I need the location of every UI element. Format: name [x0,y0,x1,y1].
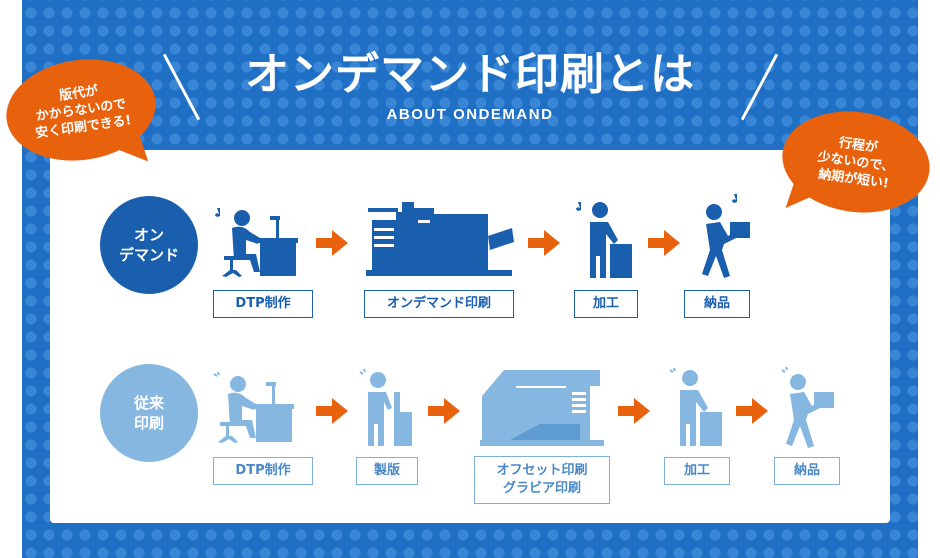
step-label: 加工 [664,457,730,485]
flow-arrow-icon [428,398,460,424]
page-title: オンデマンド印刷とは [245,49,695,100]
worker-finishing-icon [576,202,632,278]
digital-press-icon [366,202,514,276]
flow-arrow-icon [316,398,348,424]
flow-arrow-icon [736,398,768,424]
flow-arrow-icon [618,398,650,424]
platemaking-worker-icon [359,368,412,446]
ondemand-row-label: オン デマンド [100,196,198,294]
comparison-panel [50,150,890,523]
page-subtitle: ABOUT ONDEMAND [386,106,554,123]
offset-press-icon [480,370,604,446]
step-label: オフセット印刷 グラビア印刷 [474,456,610,504]
step-label: 製版 [356,457,418,485]
flow-arrow-icon [316,230,348,256]
designer-at-desk-icon [215,208,298,277]
designer-at-desk-icon [213,372,294,443]
step-label: オンデマンド印刷 [364,290,514,318]
right-border [918,0,940,558]
delivery-person-icon [702,194,750,278]
step-label: 納品 [774,457,840,485]
worker-finishing-icon [669,368,722,446]
flow-arrow-icon [528,230,560,256]
step-label: 納品 [684,290,750,318]
step-label: DTP制作 [213,457,313,485]
flow-arrow-icon [648,230,680,256]
step-label: 加工 [574,290,638,318]
step-label: DTP制作 [213,290,313,318]
traditional-row-label: 従来 印刷 [100,364,198,462]
delivery-person-icon [781,366,834,448]
